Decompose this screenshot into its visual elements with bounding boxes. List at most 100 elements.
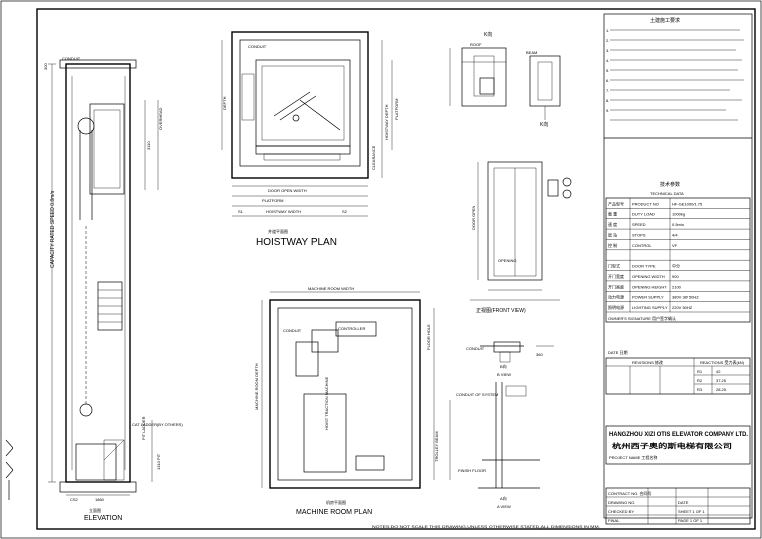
tech-row-en: DOOR TYPE <box>632 264 656 269</box>
revision-col-1: REVISIONS 修改 <box>632 359 663 365</box>
tech-row-cn: 层 站 <box>608 231 617 237</box>
tech-row-value: 0.5m/s <box>672 222 684 227</box>
svg-text:CLEARANCE: CLEARANCE <box>371 145 376 170</box>
elevation-title: ELEVATION <box>84 515 122 522</box>
svg-text:OVERHEAD: OVERHEAD <box>158 107 163 130</box>
notes-title: 土建施工要求 <box>650 17 680 24</box>
note-item-3: 3. <box>606 48 609 53</box>
k-view-drawing: ROOF BEAM <box>449 42 561 120</box>
svg-text:BEAM: BEAM <box>526 50 537 55</box>
tech-row-value: 中分 <box>672 263 680 269</box>
tech-row-en: LIGHTING SUPPLY <box>632 305 668 310</box>
reaction-value: 42 <box>716 369 721 374</box>
front-view-drawing: DOOR OPEN OPENING <box>470 161 572 301</box>
company-name-en: HANGZHOU XIZI OTIS ELEVATOR COMPANY LTD. <box>609 431 748 438</box>
elevation-cn-title: 立面图 <box>89 507 101 513</box>
tech-row-cn: 开门高度 <box>608 283 624 289</box>
sheet-label: SHEET 1 OF 1 <box>678 509 705 514</box>
right-panel <box>603 13 753 519</box>
svg-text:1310 PIT: 1310 PIT <box>156 453 161 470</box>
svg-text:CONDUIT OF SYSTEM: CONDUIT OF SYSTEM <box>456 392 498 397</box>
page-label: PAGE 1 OF 1 <box>678 518 703 523</box>
k-view-label: K向 <box>540 121 548 128</box>
reaction-key: R2 <box>697 378 703 383</box>
svg-text:CONDUIT: CONDUIT <box>466 346 485 351</box>
svg-text:HOISTWAY WIDTH: HOISTWAY WIDTH <box>266 209 301 214</box>
tech-row-en: STOPS <box>632 232 646 237</box>
tech-row-en: OPENING HEIGHT <box>632 284 667 289</box>
note-item-1: 1. <box>606 28 609 33</box>
svg-text:DOOR OPEN: DOOR OPEN <box>471 205 476 230</box>
drawing-no-label: DRAWING NO. <box>608 500 635 505</box>
date-label: DATE <box>678 500 689 505</box>
svg-text:OPENING: OPENING <box>498 258 516 263</box>
tech-row-cn: 载 重 <box>608 211 617 217</box>
tech-row-cn: 速 度 <box>608 221 617 227</box>
hoistway-plan-cn-title: 井道平面图 <box>268 228 288 234</box>
project-name-label: PROJECT NAME 工程名称 <box>609 454 657 460</box>
svg-text:CONDUIT: CONDUIT <box>283 328 302 333</box>
note-item-5: 5. <box>606 68 609 73</box>
svg-text:TROLLEY BEAM: TROLLEY BEAM <box>434 431 439 462</box>
svg-text:PIT LADDER: PIT LADDER <box>141 416 146 440</box>
note-item-4: 4. <box>606 58 609 63</box>
tech-row-value: 900 <box>672 274 679 279</box>
svg-text:300: 300 <box>43 63 48 70</box>
hoistway-plan-title: HOISTWAY PLAN <box>256 237 337 248</box>
company-name-cn: 杭州西子奥的斯电梯有限公司 <box>612 441 732 450</box>
revision-col-2: REACTIONS 受力表(kN) <box>700 359 745 365</box>
svg-text:FINISH FLOOR: FINISH FLOOR <box>458 468 486 473</box>
company-block <box>605 425 751 465</box>
note-item-6: 6. <box>606 78 609 83</box>
svg-text:CS2: CS2 <box>70 497 79 502</box>
tech-row-cn: 门型式 <box>608 263 620 269</box>
tech-row-value: VF <box>672 243 678 248</box>
svg-text:1860: 1860 <box>95 497 105 502</box>
reaction-key: R3 <box>697 387 703 392</box>
svg-text:DOOR OPEN WIDTH: DOOR OPEN WIDTH <box>268 188 307 193</box>
svg-text:PLATFORM: PLATFORM <box>394 99 399 120</box>
tech-row-value: 1000kg <box>672 212 685 217</box>
tech-row-cn: 产品型号 <box>608 200 624 206</box>
machine-room-traction-label: HOIST TRACTION MACHINE <box>324 376 329 430</box>
svg-text:ROOF: ROOF <box>470 42 482 47</box>
revision-date: DATE 日期 <box>608 349 627 355</box>
reaction-key: R1 <box>697 369 703 374</box>
tech-row-value: 4/4 <box>672 232 678 237</box>
svg-text:3110: 3110 <box>146 141 151 150</box>
note-item-7: 7. <box>606 88 609 93</box>
owner-signature: OWNER'S SIGNATURE 用户签字确认 <box>608 315 676 321</box>
svg-text:HOISTWAY DEPTH: HOISTWAY DEPTH <box>384 104 389 140</box>
tech-row-cn: 动力电源 <box>608 294 624 300</box>
machine-room-cn-title: 机房平面图 <box>326 499 346 505</box>
hoistway-plan-drawing: DOOR OPEN WIDTH PLATFORM HOISTWAY WIDTH … <box>221 31 399 217</box>
contract-no-label: CONTRACT NO. 合同号 <box>608 490 651 496</box>
final-label: FINAL <box>608 518 620 523</box>
b-view-label: B VIEW <box>497 372 511 377</box>
tech-row-en: CONTROL <box>632 243 652 248</box>
title-block-grid <box>605 487 751 525</box>
svg-text:S2: S2 <box>342 209 348 214</box>
a-view-label: A VIEW <box>497 504 511 509</box>
machine-room-title: MACHINE ROOM PLAN <box>296 509 372 516</box>
elevation-rated-speed-label: CAPACITY RATED SPEED 0.8m/s <box>50 190 56 268</box>
a-view-cn-label: A向 <box>500 495 507 501</box>
svg-text:MACHINE ROOM WIDTH: MACHINE ROOM WIDTH <box>308 286 354 291</box>
tech-row-en: SPEED <box>632 222 646 227</box>
svg-text:CONDUIT: CONDUIT <box>62 56 81 61</box>
elevation-drawing: 300 3110 OVERHEAD 1310 PIT PIT LADDER CA… <box>43 56 183 502</box>
machine-room-controller-label: CONTROLLER <box>338 326 365 331</box>
note-item-9: 9. <box>606 108 609 113</box>
tech-row-value: HF-GE1000/1.75 <box>672 201 703 206</box>
notes-lines <box>610 29 744 121</box>
inner-border <box>36 8 756 530</box>
tech-row-value: 220V 50HZ <box>672 305 693 310</box>
svg-text:PLATFORM: PLATFORM <box>262 198 283 203</box>
binding-marks <box>5 439 14 500</box>
footnote: NOTES:DO NOT SCALE THIS DRAWING,UNLESS O… <box>372 524 600 529</box>
tech-row-en: OPENING WIDTH <box>632 274 665 279</box>
